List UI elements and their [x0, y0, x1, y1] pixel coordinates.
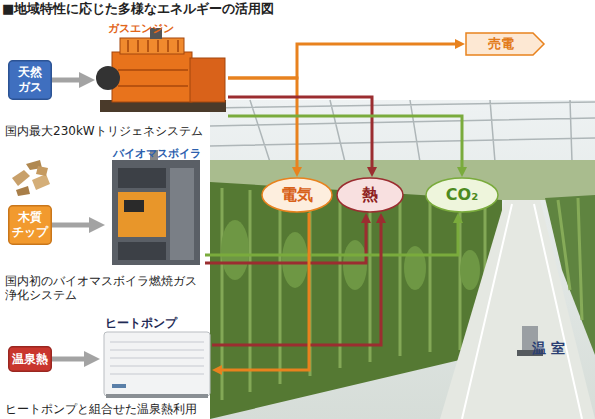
- energy-ellipse: CO₂: [425, 177, 499, 213]
- gas-engine-illustration: [96, 28, 226, 112]
- flow-arrow: [217, 213, 309, 370]
- heat-pump-base: [106, 394, 208, 398]
- gas-engine: ガスエンジン国内最大230kWトリジェネシステム: [95, 22, 228, 122]
- flow-arrow: [52, 223, 97, 228]
- node-label: 売電: [488, 36, 522, 52]
- leaf-clusters: [221, 220, 480, 290]
- generator: [190, 58, 225, 102]
- heat-pump-logo: [112, 384, 126, 388]
- energy-ellipse: 電気: [261, 177, 333, 213]
- tomato-stems: [222, 188, 485, 400]
- valve-cover: [120, 38, 184, 54]
- boiler-window: [124, 200, 144, 212]
- node-label: 電気: [281, 185, 313, 204]
- boiler-panel: [118, 168, 166, 188]
- boiler-ash-box: [118, 242, 166, 260]
- flow-arrow: [205, 218, 366, 263]
- node-label: 木質チップ: [11, 210, 49, 240]
- heat-pump-body: [104, 332, 210, 396]
- boiler-side: [170, 168, 194, 260]
- leaf-cluster: [282, 232, 308, 288]
- flywheel: [96, 66, 120, 90]
- leaf-cluster: [343, 240, 367, 290]
- energy-ellipse: 熱: [336, 177, 404, 213]
- node-label: 温 室: [532, 340, 565, 357]
- biomass-boiler: バイオマスボイラ国内初のバイオマスボイラ燃焼ガス浄化システム: [105, 145, 205, 270]
- leaf-cluster: [404, 246, 426, 290]
- heat-pump-grille: [110, 342, 204, 374]
- node-label: バイオマスボイラ: [113, 147, 201, 160]
- greenhouse-background: [210, 100, 595, 419]
- flow-arrow: [205, 218, 458, 255]
- engine-block: [112, 52, 192, 102]
- roof-truss: [210, 100, 595, 162]
- biomass-boiler-illustration: [112, 150, 200, 265]
- ellipse-shape: [262, 178, 332, 212]
- node-label: 温泉熱: [11, 352, 49, 366]
- flow-arrow: [228, 116, 462, 172]
- leaf-cluster: [460, 250, 480, 290]
- wood-chip: [12, 170, 30, 186]
- greenhouse-photo: [210, 100, 595, 419]
- fuel-box: 温泉熱: [8, 346, 52, 372]
- leaf-cluster: [221, 220, 249, 280]
- box-shape: [9, 206, 52, 245]
- box-shape: [9, 61, 52, 100]
- plant-rows-right: [545, 195, 595, 355]
- boiler-body: [112, 160, 200, 265]
- heat-pump-illustration: [104, 332, 210, 398]
- flow-arrow: [228, 97, 372, 172]
- node-label: 熱: [362, 185, 378, 204]
- wood-chip: [32, 174, 50, 190]
- node-label: 天然ガス: [17, 65, 43, 95]
- power-sale-arrow: 売電: [465, 32, 545, 56]
- wood-chips-illustration: [12, 160, 50, 196]
- ellipse-shape: [337, 178, 403, 212]
- engine-detail: [118, 70, 188, 86]
- box-shape: [9, 347, 52, 372]
- cylinder-head: [128, 40, 178, 52]
- fuel-box: 天然ガス: [8, 60, 52, 100]
- diagram-title: ■地域特性に応じた多様なエネルギーの活用図: [2, 1, 274, 17]
- node-label: ガスエンジン: [108, 22, 174, 35]
- fuel-box: 木質チップ: [8, 205, 52, 245]
- node-caption: ヒートポンプと組合せた温泉熱利用: [5, 402, 197, 416]
- greenhouse: 温 室 電気 熱 CO₂: [210, 100, 595, 419]
- boiler-door: [118, 192, 166, 237]
- flow-arrow: [228, 78, 297, 172]
- flow-arrow: [228, 44, 460, 78]
- node-caption: 国内初のバイオマスボイラ燃焼ガス浄化システム: [5, 274, 205, 303]
- flow-arrow: [52, 357, 92, 362]
- tomato-stems: [558, 198, 582, 320]
- ellipse-shape: [426, 178, 498, 212]
- node-caption: 国内最大230kWトリジェネシステム: [5, 124, 203, 138]
- wood-chip: [36, 166, 48, 176]
- arrow-shape: [466, 33, 544, 55]
- flow-arrow: [52, 78, 87, 83]
- wood-chip: [16, 186, 30, 196]
- node-label: ヒートポンプ: [105, 316, 177, 330]
- heat-pump: ヒートポンプヒートポンプと組合せた温泉熱利用: [100, 316, 212, 400]
- flow-arrow: [212, 218, 381, 345]
- node-label: CO₂: [446, 185, 478, 204]
